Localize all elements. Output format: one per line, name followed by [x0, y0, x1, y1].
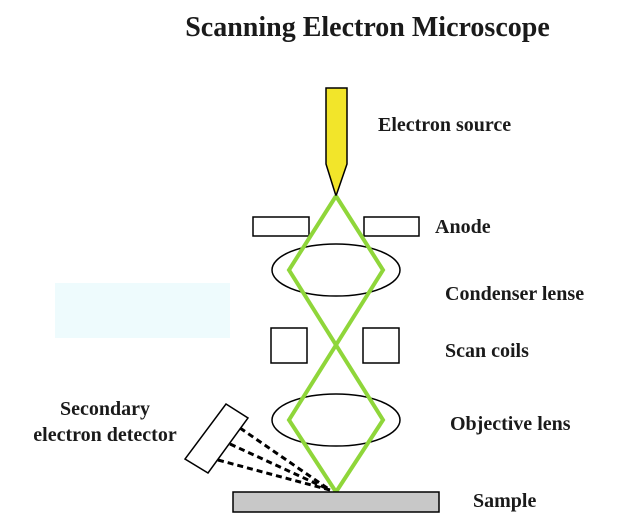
label-detector-line2: electron detector — [33, 424, 177, 446]
electron-source-shape — [325, 87, 348, 199]
label-scan-coils: Scan coils — [445, 340, 529, 362]
condenser-lens-shape — [271, 243, 401, 297]
faint-patch — [55, 283, 230, 338]
label-electron-source: Electron source — [378, 114, 512, 136]
secondary-path-2 — [229, 442, 331, 492]
detector-shape — [183, 402, 250, 474]
label-detector-line1: Secondary — [60, 398, 150, 420]
label-condenser-lense: Condenser lense — [445, 283, 585, 305]
scan-coil-left — [270, 327, 308, 364]
sample-shape — [232, 491, 440, 513]
label-sample: Sample — [473, 490, 537, 512]
electron-beam-right — [333, 194, 386, 494]
scan-coil-right — [362, 327, 400, 364]
anode-right-plate — [363, 216, 420, 237]
secondary-path-1 — [239, 426, 331, 492]
label-secondary-electron-detector: Secondary electron detector — [15, 396, 195, 448]
label-objective-lens: Objective lens — [450, 413, 571, 435]
objective-lens-shape — [271, 393, 401, 447]
label-anode: Anode — [435, 216, 491, 238]
diagram-title: Scanning Electron Microscope — [185, 12, 550, 43]
secondary-path-3 — [217, 458, 331, 492]
anode-left-plate — [252, 216, 310, 237]
